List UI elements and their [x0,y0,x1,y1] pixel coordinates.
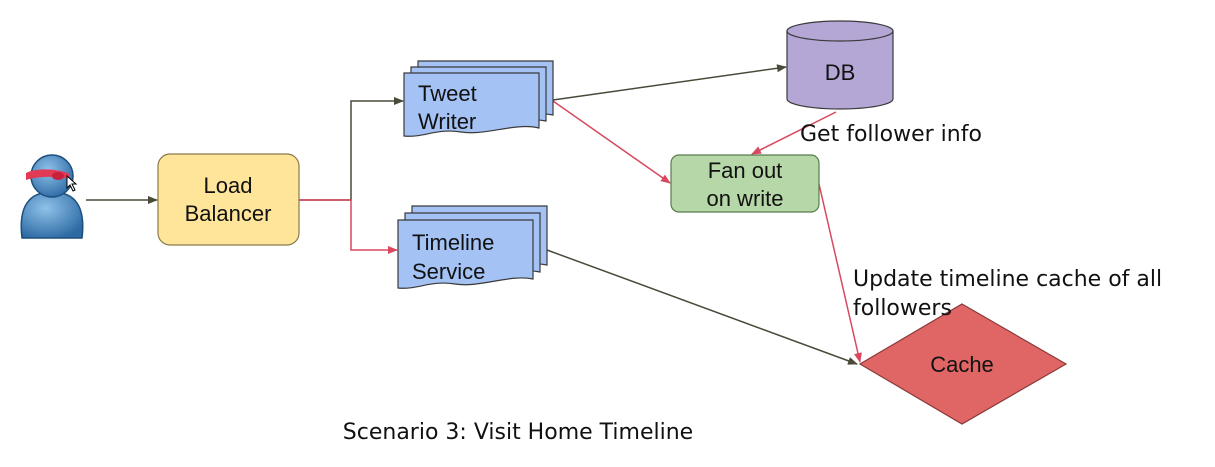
db-label: DB [825,60,856,85]
edge-tweet-writer-to-fan-out [552,100,671,184]
fan-out-label-line1: Fan out [708,158,783,183]
load-balancer-label-line2: Balancer [185,201,272,226]
fan-out-box [670,154,820,213]
cache-label: Cache [930,352,994,377]
get-follower-info-label: Get follower info [800,122,982,147]
diagram-caption: Scenario 3: Visit Home Timeline [343,420,693,445]
timeline-service-label-line1: Timeline [412,230,494,255]
user-avatar-icon [20,154,84,239]
tweet-writer-label-line1: Tweet [418,81,477,106]
edge-timeline-service-to-cache [546,249,858,365]
edge-load-balancer-to-tweet-writer [299,97,404,201]
timeline-service-label-line2: Service [412,259,485,284]
update-cache-label-line1: Update timeline cache of all [853,267,1162,292]
edge-db-to-fan-out [751,111,837,155]
tweet-writer-label-line2: Writer [418,109,476,134]
update-cache-label-line2: followers [853,296,952,321]
load-balancer-label-line1: Load [204,173,253,198]
tweet-writer-node: Tweet Writer [403,60,554,137]
db-cylinder [786,30,894,110]
timeline-service-box [397,219,534,289]
tweet-writer-box [403,72,540,137]
edge-load-balancer-to-timeline-service [299,199,398,254]
fan-out-node: Fan out on write [670,154,820,213]
cache-node: Cache [858,303,1068,425]
load-balancer-node: Load Balancer [157,153,300,246]
edge-fan-out-to-cache [818,183,862,363]
load-balancer-box [157,153,300,246]
fan-out-label-line2: on write [706,186,783,211]
timeline-service-node: Timeline Service [397,205,548,289]
db-node: DB [786,20,894,110]
cache-diamond [858,303,1068,425]
edge-tweet-writer-to-db [552,64,787,101]
